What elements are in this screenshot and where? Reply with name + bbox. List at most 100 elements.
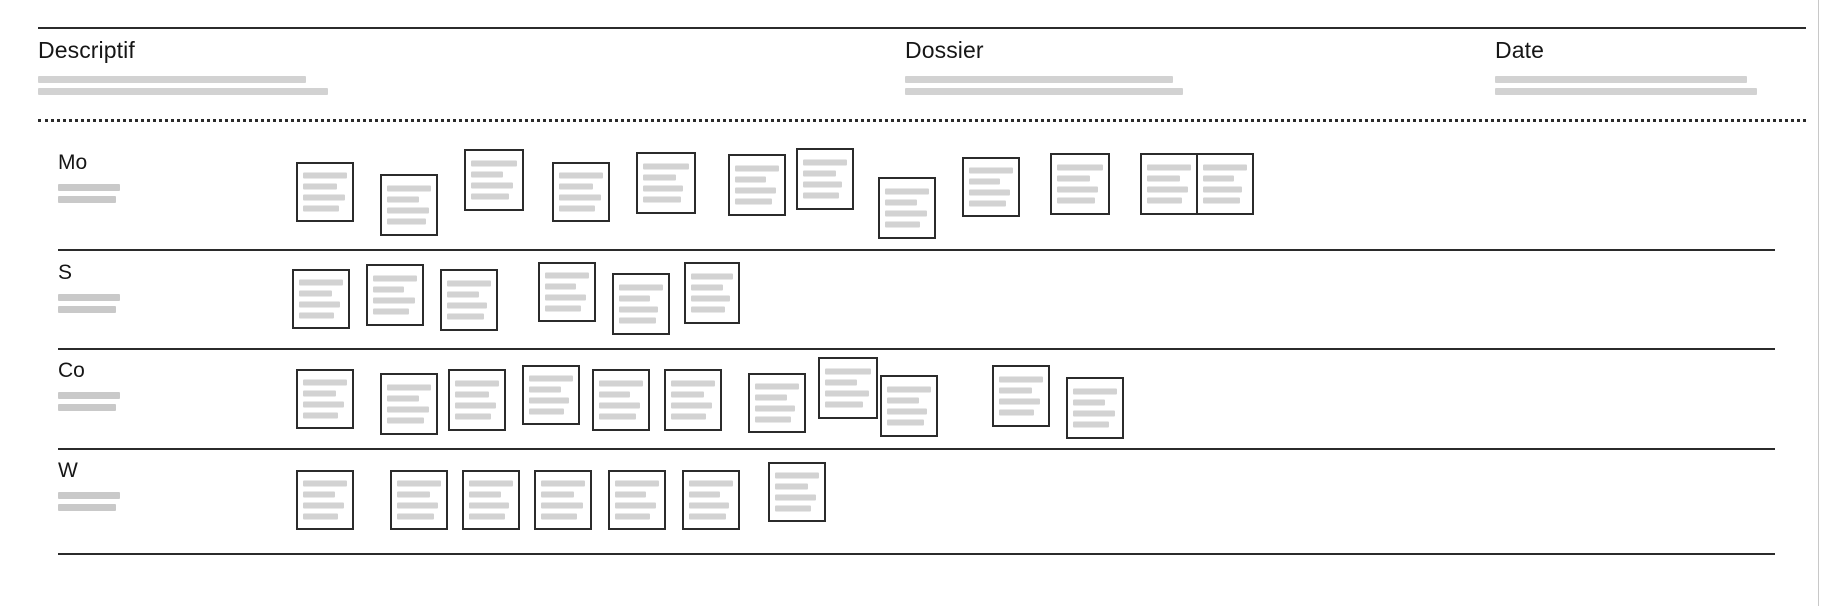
document-card[interactable]	[1140, 153, 1198, 215]
document-card[interactable]	[796, 148, 854, 210]
header-column-title: Dossier	[905, 37, 984, 63]
card-placeholder-lines	[471, 160, 517, 200]
row-label-title: Co	[58, 359, 85, 382]
placeholder-bar	[302, 502, 344, 509]
document-card[interactable]	[462, 470, 520, 530]
placeholder-bar	[386, 207, 429, 214]
placeholder-bar	[1072, 410, 1115, 417]
document-card[interactable]	[440, 269, 498, 331]
document-card[interactable]	[592, 369, 650, 431]
card-placeholder-lines	[825, 368, 871, 408]
document-card[interactable]	[748, 373, 806, 433]
document-card[interactable]	[728, 154, 786, 216]
placeholder-bar	[58, 504, 116, 511]
placeholder-bar	[884, 188, 930, 195]
row-label[interactable]: Mo	[58, 150, 120, 208]
card-placeholder-lines	[302, 172, 348, 212]
placeholder-bar	[670, 380, 716, 387]
placeholder-bar	[886, 419, 925, 426]
card-placeholder-lines	[1072, 388, 1118, 428]
placeholder-bar	[446, 280, 492, 287]
document-card[interactable]	[366, 264, 424, 326]
card-placeholder-lines	[1202, 164, 1248, 204]
scrollbar-track[interactable]	[1819, 0, 1846, 606]
row-label[interactable]: W	[58, 458, 120, 516]
document-card[interactable]	[464, 149, 524, 211]
placeholder-bar	[618, 306, 658, 313]
document-card[interactable]	[296, 470, 354, 530]
placeholder-bar	[302, 183, 338, 190]
document-card[interactable]	[682, 470, 740, 530]
placeholder-bar	[598, 413, 637, 420]
header-column[interactable]: Descriptif	[38, 36, 328, 100]
header-column-title: Descriptif	[38, 37, 135, 63]
placeholder-bar	[58, 294, 120, 301]
document-card[interactable]	[448, 369, 506, 431]
placeholder-bar	[884, 221, 921, 228]
placeholder-bar	[372, 286, 404, 293]
row-label[interactable]: Co	[58, 358, 120, 416]
document-card[interactable]	[552, 162, 610, 222]
row-label-title: Mo	[58, 151, 88, 174]
placeholder-bar	[886, 397, 919, 404]
placeholder-bar	[690, 295, 730, 302]
placeholder-bar	[302, 401, 344, 408]
placeholder-bar	[774, 472, 820, 479]
document-card[interactable]	[296, 162, 354, 222]
document-card[interactable]	[534, 470, 592, 530]
placeholder-bar	[598, 391, 630, 398]
placeholder-bar	[1202, 186, 1242, 193]
card-placeholder-lines	[1057, 164, 1103, 204]
card-placeholder-lines	[670, 380, 716, 420]
placeholder-bar	[1495, 76, 1747, 83]
document-card[interactable]	[992, 365, 1050, 427]
document-card[interactable]	[380, 174, 438, 236]
placeholder-bar	[802, 159, 848, 166]
document-card[interactable]	[1196, 153, 1254, 215]
card-placeholder-lines	[302, 379, 348, 419]
header-column-title: Date	[1495, 37, 1544, 63]
row-separator	[58, 348, 1775, 350]
header-column[interactable]: Dossier	[905, 36, 1183, 100]
card-placeholder-lines	[386, 384, 432, 424]
document-card[interactable]	[768, 462, 826, 522]
card-placeholder-lines	[886, 386, 932, 426]
placeholder-bar	[968, 189, 1010, 196]
placeholder-bar	[386, 196, 419, 203]
placeholder-bar	[734, 187, 776, 194]
document-card[interactable]	[538, 262, 596, 322]
document-card[interactable]	[296, 369, 354, 429]
document-card[interactable]	[878, 177, 936, 239]
document-card[interactable]	[380, 373, 438, 435]
row-separator	[58, 553, 1775, 555]
document-card[interactable]	[962, 157, 1020, 217]
document-card[interactable]	[818, 357, 878, 419]
placeholder-bar	[386, 417, 425, 424]
placeholder-bar	[558, 172, 604, 179]
placeholder-bar	[446, 302, 487, 309]
document-card[interactable]	[292, 269, 350, 329]
row-label[interactable]: S	[58, 260, 120, 318]
card-placeholder-lines	[968, 167, 1014, 207]
placeholder-bar	[670, 402, 712, 409]
placeholder-bar	[58, 184, 120, 191]
document-card[interactable]	[880, 375, 938, 437]
document-card[interactable]	[390, 470, 448, 530]
document-card[interactable]	[612, 273, 670, 335]
document-card[interactable]	[684, 262, 740, 324]
placeholder-bar	[825, 368, 871, 375]
document-card[interactable]	[664, 369, 722, 431]
document-card[interactable]	[1050, 153, 1110, 215]
row-label-title: S	[58, 261, 73, 284]
document-card[interactable]	[636, 152, 696, 214]
placeholder-bar	[598, 402, 640, 409]
placeholder-bar	[690, 273, 734, 280]
placeholder-bar	[614, 491, 646, 498]
table-row: S	[0, 250, 1846, 352]
document-card[interactable]	[522, 365, 580, 425]
row-label-placeholder	[58, 392, 120, 411]
placeholder-bar	[1146, 197, 1183, 204]
document-card[interactable]	[1066, 377, 1124, 439]
header-column[interactable]: Date	[1495, 36, 1757, 100]
document-card[interactable]	[608, 470, 666, 530]
